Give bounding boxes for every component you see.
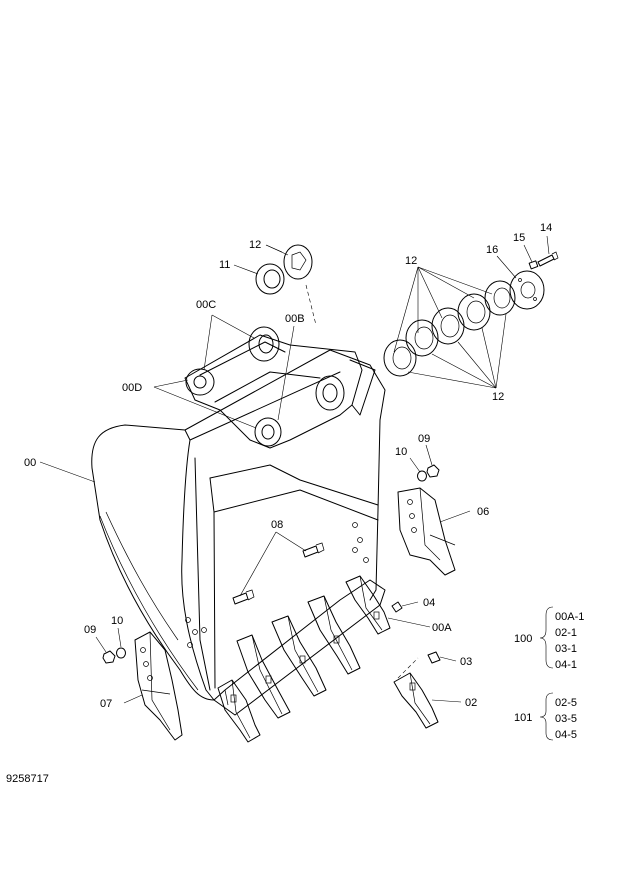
- kit-100-item: 00A-1: [555, 611, 584, 623]
- callout-16: 16: [486, 244, 498, 256]
- kit-100-id: 100: [514, 633, 532, 645]
- callout-07: 07: [100, 698, 112, 710]
- pin-03: [427, 651, 441, 664]
- nut-09-left: [102, 650, 116, 664]
- lock-04: [391, 601, 403, 613]
- callout-04: 04: [423, 597, 435, 609]
- bushing-11: [255, 263, 285, 295]
- tooth-02: [393, 672, 439, 729]
- tooth-2: [236, 634, 291, 719]
- callout-00A: 00A: [432, 622, 452, 634]
- kit-bracket-100: [539, 606, 554, 669]
- tooth-1: [217, 679, 261, 743]
- callout-00D: 00D: [122, 382, 142, 394]
- kit-101: 101 02-5 03-5 04-5: [514, 697, 577, 741]
- bucket-body: [91, 349, 386, 716]
- side-bolt-holes: [185, 522, 369, 648]
- tooth-5: [345, 575, 391, 635]
- kit-100: 100 00A-1 02-1 03-1 04-1: [514, 611, 584, 671]
- drawing-number: 9258717: [6, 773, 49, 785]
- bolt-08-upper: [302, 542, 325, 558]
- callout-12-upper: 12: [405, 255, 417, 267]
- callout-06: 06: [477, 506, 489, 518]
- callout-09-right: 09: [418, 433, 430, 445]
- side-cutter-06: [397, 464, 456, 576]
- callout-14: 14: [540, 222, 552, 234]
- boss-00D-left: [185, 368, 215, 396]
- side-cutter-07: [102, 631, 183, 741]
- kit-100-item: 04-1: [555, 659, 577, 671]
- kit-100-item: 03-1: [555, 643, 577, 655]
- kit-100-item: 02-1: [555, 627, 577, 639]
- washer-10-left: [116, 647, 126, 659]
- bolt-14: [537, 251, 559, 267]
- shim-stack-12: [383, 280, 516, 377]
- tooth-3: [271, 615, 327, 697]
- callout-00B: 00B: [285, 313, 305, 325]
- callout-12-top: 12: [249, 239, 261, 251]
- boss-00B: [315, 375, 345, 411]
- washer-10-right: [417, 470, 427, 482]
- callout-03: 03: [460, 656, 472, 668]
- boss-00D-lower: [254, 417, 282, 447]
- callout-09-left: 09: [84, 624, 96, 636]
- callout-00C: 00C: [196, 299, 216, 311]
- shim-12-top: [283, 244, 313, 280]
- boss-00C-upper: [248, 326, 280, 362]
- callout-00: 00: [24, 457, 36, 469]
- callout-labels: 12 11 12 12 16 15 14 00C 00B 00D 00 09 1…: [24, 222, 552, 710]
- tooth-4: [307, 595, 361, 675]
- teeth-row: [217, 575, 391, 743]
- leader-lines: [39, 235, 550, 704]
- callout-12-lower: 12: [492, 391, 504, 403]
- callout-10-left: 10: [111, 615, 123, 627]
- callout-11: 11: [219, 259, 230, 271]
- washer-15: [528, 260, 539, 270]
- callout-15: 15: [513, 232, 525, 244]
- kit-101-item: 02-5: [555, 697, 577, 709]
- kit-bracket-101: [539, 692, 554, 741]
- mounting-brackets: [184, 326, 376, 449]
- kit-101-item: 03-5: [555, 713, 577, 725]
- callout-02: 02: [465, 697, 477, 709]
- callout-10-right: 10: [395, 446, 407, 458]
- nut-09-right: [426, 464, 440, 478]
- callout-08: 08: [271, 519, 283, 531]
- bolt-08-lower: [232, 589, 255, 605]
- kit-101-id: 101: [514, 712, 532, 724]
- plate-16: [509, 270, 545, 310]
- kit-101-item: 04-5: [555, 729, 577, 741]
